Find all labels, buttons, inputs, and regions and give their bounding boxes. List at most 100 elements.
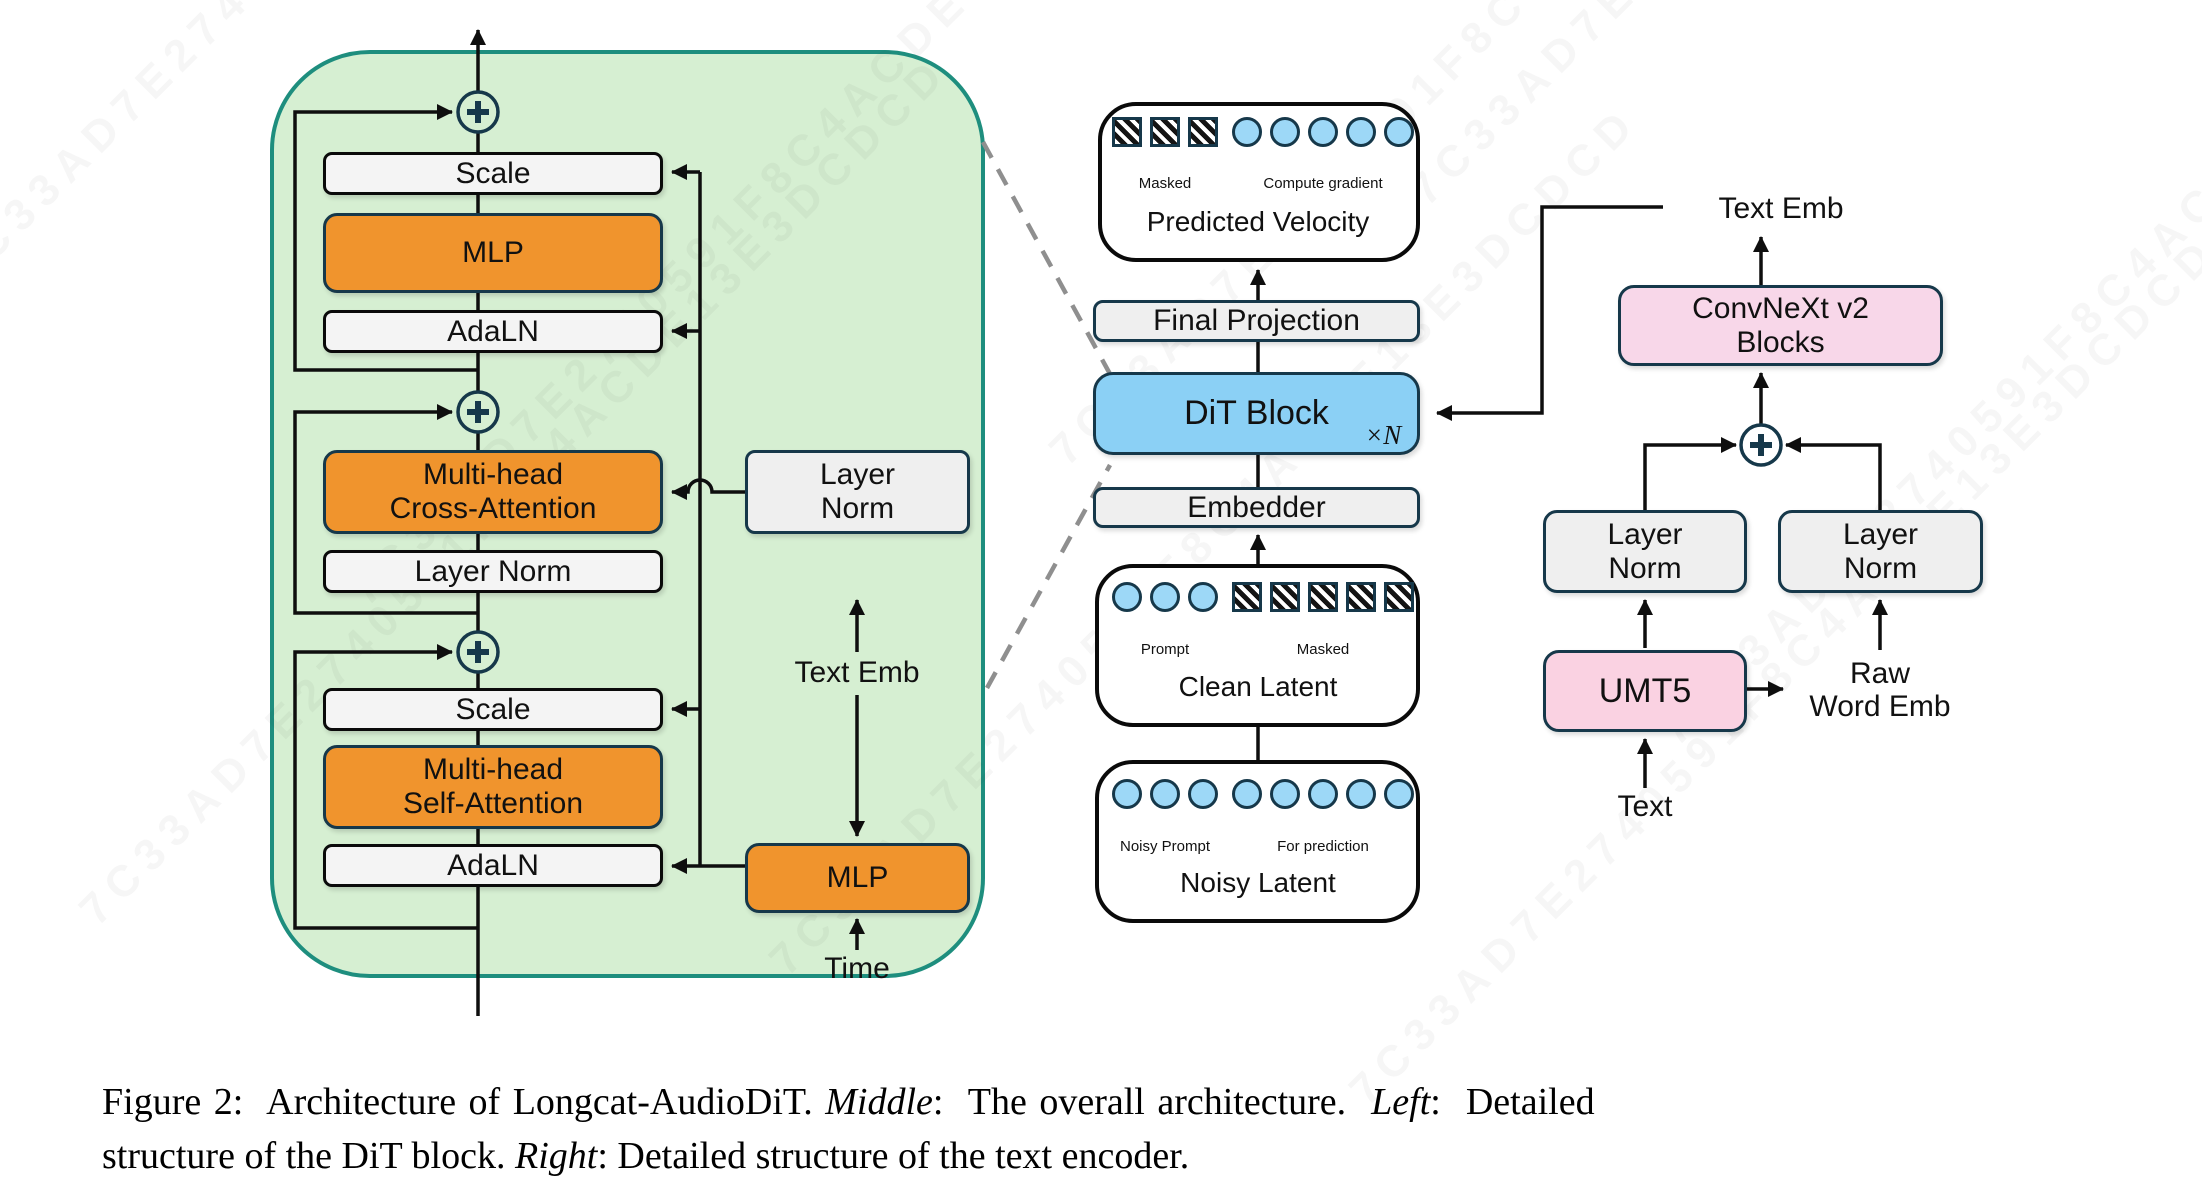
time-label: Time xyxy=(787,950,927,986)
layer-norm-left-line2: Norm xyxy=(1608,551,1682,585)
final-projection-label: Final Projection xyxy=(1153,304,1360,338)
layer-norm-left-box: Layer Norm xyxy=(1543,510,1747,593)
cross-attention-box: Multi-head Cross-Attention xyxy=(323,450,663,534)
token-masked xyxy=(1150,117,1180,147)
caption-part: : Detailed xyxy=(1430,1081,1595,1123)
plus-icon xyxy=(467,641,489,663)
token-blue xyxy=(1308,779,1338,809)
caption-part: : The overall architecture. xyxy=(932,1081,1372,1123)
layer-norm-right-line2: Norm xyxy=(820,492,895,525)
compute-gradient-group-label: Compute gradient xyxy=(1263,175,1383,192)
token-blue xyxy=(1112,582,1142,612)
text-emb-right-text: Text Emb xyxy=(1718,191,1844,225)
mlp-label: MLP xyxy=(462,236,524,270)
noisy-latent-title: Noisy Latent xyxy=(1180,867,1336,898)
clean-prompt-tokens xyxy=(1112,582,1218,612)
residual-skip-middle xyxy=(293,404,478,615)
mlp-right-label: MLP xyxy=(826,861,889,895)
token-blue xyxy=(1346,779,1376,809)
layer-norm-right-line1: Layer xyxy=(819,458,896,492)
raw-word-emb-label: Raw Word Emb xyxy=(1790,657,1970,723)
token-masked xyxy=(1112,117,1142,147)
predicted-velocity-title: Predicted Velocity xyxy=(1146,206,1370,237)
middle-panel-wires xyxy=(1250,205,1663,760)
convnext-line2: Blocks xyxy=(1736,325,1825,359)
layer-norm-right-enc-line2: Norm xyxy=(1843,551,1918,585)
clean-masked-tokens xyxy=(1232,582,1414,612)
token-blue xyxy=(1150,582,1180,612)
scale-top-box: Scale xyxy=(323,152,663,195)
convnext-line1: ConvNeXt v2 xyxy=(1692,291,1869,325)
caption-line-1: Figure 2: Architecture of Longcat-AudioD… xyxy=(102,1076,1595,1130)
token-masked xyxy=(1384,582,1414,612)
token-blue xyxy=(1384,779,1414,809)
raw-word-emb-line2: Word Emb xyxy=(1809,690,1951,723)
text-emb-text: Text Emb xyxy=(794,655,920,689)
predvel-gradient-tokens xyxy=(1232,117,1414,147)
token-blue xyxy=(1270,117,1300,147)
layer-norm-right-box: Layer Norm xyxy=(745,450,970,534)
token-blue xyxy=(1188,779,1218,809)
residual-skip-top xyxy=(293,104,478,372)
layer-norm-inner-box: Layer Norm xyxy=(323,550,663,593)
cross-attention-line1: Multi-head xyxy=(422,458,564,492)
cross-attention-line2: Cross-Attention xyxy=(389,492,597,525)
mlp-right-box: MLP xyxy=(745,843,970,913)
encoder-panel-wires xyxy=(1637,236,1888,788)
text-input-text: Text xyxy=(1617,789,1673,823)
embedder-box: Embedder xyxy=(1093,487,1420,528)
for-prediction-group-label: For prediction xyxy=(1277,838,1369,855)
text-emb-label-left: Text Emb xyxy=(767,653,947,691)
dit-block-repeat-label: ×N xyxy=(1365,420,1402,450)
masked-group-label: Masked xyxy=(1138,175,1192,192)
token-masked xyxy=(1188,117,1218,147)
caption-part: : Detailed structure of the text encoder… xyxy=(597,1134,1190,1177)
adaln-bottom-box: AdaLN xyxy=(323,844,663,887)
token-blue xyxy=(1308,117,1338,147)
token-masked xyxy=(1308,582,1338,612)
token-blue xyxy=(1384,117,1414,147)
caption-part: Figure 2: Architecture of Longcat-AudioD… xyxy=(102,1081,826,1123)
raw-word-emb-line1: Raw xyxy=(1849,657,1910,690)
self-attention-line2: Self-Attention xyxy=(402,787,584,820)
noisy-prompt-tokens xyxy=(1112,779,1218,809)
plus-icon xyxy=(467,101,489,123)
scale-bottom-box: Scale xyxy=(323,688,663,731)
token-masked xyxy=(1270,582,1300,612)
textemb-to-ditblock-arrow xyxy=(1436,205,1663,421)
token-blue xyxy=(1150,779,1180,809)
caption-line-2: structure of the DiT block. Right: Detai… xyxy=(102,1130,1562,1184)
layer-norm-right-enc-line1: Layer xyxy=(1842,517,1919,551)
figure-caption: Figure 2: Architecture of Longcat-AudioD… xyxy=(102,1076,1595,1184)
caption-part-italic: Right xyxy=(514,1134,598,1177)
plus-icon xyxy=(1750,434,1772,456)
scale-top-label: Scale xyxy=(455,156,531,190)
convnext-box: ConvNeXt v2 Blocks xyxy=(1618,285,1943,366)
token-blue xyxy=(1188,582,1218,612)
layer-norm-left-line1: Layer xyxy=(1607,517,1683,551)
embedder-label: Embedder xyxy=(1187,490,1326,524)
dit-block-box: DiT Block xyxy=(1093,372,1420,455)
plus-icon xyxy=(467,401,489,423)
clean-latent-title: Clean Latent xyxy=(1178,671,1338,702)
token-blue xyxy=(1346,117,1376,147)
dit-block-label: DiT Block xyxy=(1184,394,1329,433)
token-masked xyxy=(1346,582,1376,612)
token-blue xyxy=(1232,779,1262,809)
time-text: Time xyxy=(824,951,890,985)
mlp-box: MLP xyxy=(323,213,663,293)
adaln-bottom-label: AdaLN xyxy=(447,848,539,882)
layer-norm-right-enc-box: Layer Norm xyxy=(1778,510,1983,593)
self-attention-line1: Multi-head xyxy=(422,753,564,787)
umt5-label: UMT5 xyxy=(1598,671,1692,710)
adaln-top-box: AdaLN xyxy=(323,310,663,353)
noisy-prediction-tokens xyxy=(1232,779,1414,809)
self-attention-box: Multi-head Self-Attention xyxy=(323,745,663,829)
noisy-prompt-group-label: Noisy Prompt xyxy=(1119,838,1211,855)
text-emb-label-right: Text Emb xyxy=(1691,189,1871,227)
zoom-guide-bottom xyxy=(985,463,1112,690)
final-projection-box: Final Projection xyxy=(1093,300,1420,342)
caption-part-italic: Left xyxy=(1371,1081,1431,1123)
adaln-top-label: AdaLN xyxy=(447,314,539,348)
